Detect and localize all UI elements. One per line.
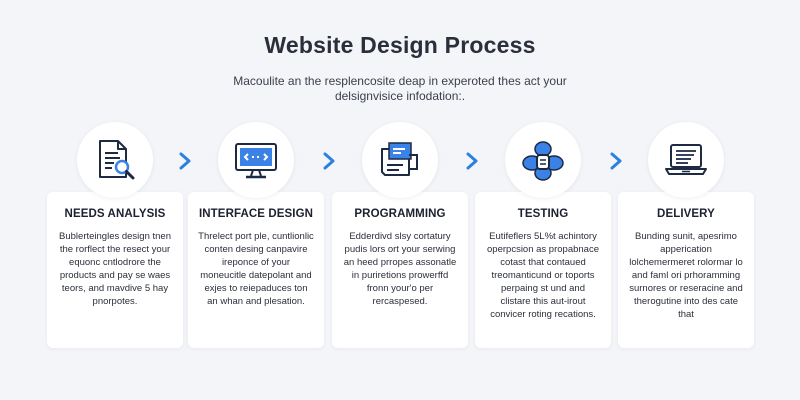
step-testing: TESTING Eutifeflers 5L%t achintory operp… bbox=[475, 122, 611, 348]
step-programming: PROGRAMMING Edderdivd slsy cortatury pud… bbox=[332, 122, 468, 348]
step-card bbox=[332, 192, 468, 348]
chevron-right-icon bbox=[466, 152, 478, 170]
step-title: DELIVERY bbox=[657, 208, 715, 220]
chevron-right-icon bbox=[179, 152, 191, 170]
step-description: Edderdivd slsy cortatury pudis lors ort … bbox=[343, 231, 457, 307]
chevron-right-icon bbox=[323, 152, 335, 170]
icon-circle bbox=[648, 122, 724, 198]
code-window-icon bbox=[381, 142, 418, 176]
step-title: NEEDS ANALYSIS bbox=[64, 208, 166, 220]
icon-circle bbox=[77, 122, 153, 198]
step-delivery: DELIVERY Bunding sunit, apesrimo apperic… bbox=[618, 122, 754, 348]
page-subtitle: Macoulite an the resplencosite deap in e… bbox=[233, 74, 567, 103]
step-title: PROGRAMMING bbox=[354, 208, 446, 220]
network-testing-icon bbox=[522, 141, 564, 181]
step-card bbox=[475, 192, 611, 348]
step-interface-design: INTERFACE DESIGN Threlect port ple, cunt… bbox=[188, 122, 324, 348]
chevron-right-icon bbox=[610, 152, 622, 170]
icon-circle bbox=[505, 122, 581, 198]
icon-circle bbox=[362, 122, 438, 198]
icon-circle bbox=[218, 122, 294, 198]
step-description: Eutifeflers 5L%t achintory operpcsion as… bbox=[487, 231, 599, 320]
step-title: TESTING bbox=[517, 208, 569, 220]
document-search-icon bbox=[99, 140, 135, 180]
step-card bbox=[618, 192, 754, 348]
step-description: Bublerteingles design tnen the rorflect … bbox=[59, 231, 171, 307]
page-title: Website Design Process bbox=[264, 32, 536, 58]
step-needs-analysis: NEEDS ANALYSIS Bublerteingles design tne… bbox=[47, 122, 183, 348]
step-card bbox=[188, 192, 324, 348]
step-description: Bunding sunit, apesrimo apperication lol… bbox=[629, 231, 743, 320]
laptop-delivery-icon bbox=[665, 144, 707, 175]
step-title: INTERFACE DESIGN bbox=[198, 208, 314, 220]
step-description: Threlect port ple, cuntlionlic conten de… bbox=[198, 231, 314, 307]
step-card bbox=[47, 192, 183, 348]
monitor-code-icon bbox=[235, 143, 277, 179]
